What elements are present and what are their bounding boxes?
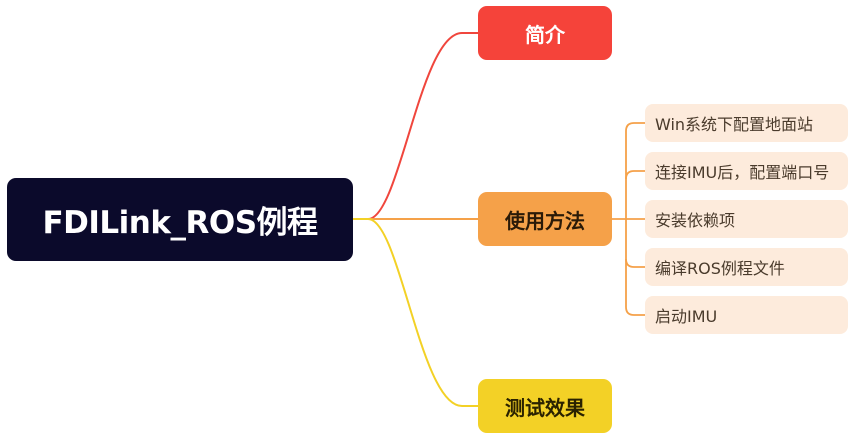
leaf-configure-port[interactable]: 连接IMU后，配置端口号 [645, 152, 848, 190]
leaf-configure-ground-station[interactable]: Win系统下配置地面站 [645, 104, 848, 142]
connector-leaf-1 [625, 170, 645, 180]
branch-test-label: 测试效果 [505, 395, 585, 420]
leaf-label: 启动IMU [655, 307, 718, 326]
leaf-connectors [612, 122, 645, 316]
connector-intro [353, 32, 478, 220]
connector-leaf-0 [612, 122, 645, 220]
connector-leaf-4 [625, 259, 645, 316]
leaf-label: 连接IMU后，配置端口号 [655, 163, 830, 182]
branch-test[interactable]: 测试效果 [478, 379, 612, 433]
leaf-install-dependencies[interactable]: 安装依赖项 [645, 200, 848, 238]
branch-intro-label: 简介 [525, 22, 565, 47]
connector-leaf-3 [625, 219, 645, 268]
root-node[interactable]: FDILink_ROS例程 [7, 178, 353, 261]
branch-intro[interactable]: 简介 [478, 6, 612, 60]
leaf-label: 安装依赖项 [655, 211, 736, 230]
leaf-label: Win系统下配置地面站 [655, 115, 814, 134]
branch-usage[interactable]: 使用方法 [478, 192, 612, 246]
leaf-start-imu[interactable]: 启动IMU [645, 296, 848, 334]
branch-usage-label: 使用方法 [505, 208, 585, 233]
leaf-label: 编译ROS例程文件 [655, 259, 785, 278]
leaf-compile-ros-example[interactable]: 编译ROS例程文件 [645, 248, 848, 286]
connector-test [353, 218, 478, 407]
root-label: FDILink_ROS例程 [42, 205, 318, 241]
